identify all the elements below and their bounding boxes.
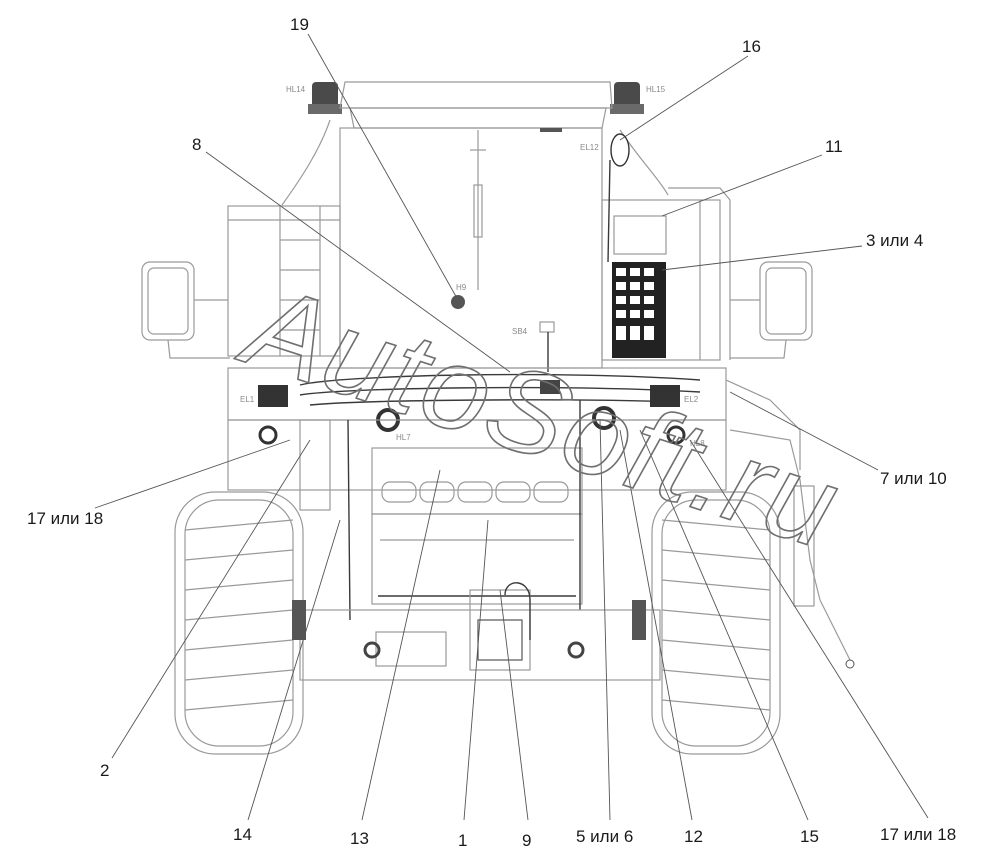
label-hl8: HL8 <box>690 439 705 448</box>
callout-14: 14 <box>233 825 252 844</box>
callout-15: 15 <box>800 827 819 846</box>
callout-13: 13 <box>350 829 369 848</box>
label-sb4: SB4 <box>512 327 528 336</box>
cab-roof <box>339 81 613 109</box>
fuse-box <box>612 262 666 358</box>
callout-16: 16 <box>742 37 761 56</box>
callout-1: 1 <box>458 831 468 850</box>
label-el2: EL2 <box>684 395 699 404</box>
callout-3-or-4: 3 или 4 <box>866 231 924 250</box>
label-hl15: HL15 <box>646 85 666 94</box>
el2-lamp-icon <box>650 385 680 407</box>
label-hl14: HL14 <box>286 85 306 94</box>
left-platform <box>227 119 341 357</box>
callout-19: 19 <box>290 15 309 34</box>
beacon-left-icon <box>308 82 342 114</box>
callout-2: 2 <box>100 761 110 780</box>
callout-12: 12 <box>684 827 703 846</box>
callout-5-or-6: 5 или 6 <box>576 827 634 846</box>
callout-7-or-10: 7 или 10 <box>880 469 947 488</box>
el12-lamp-icon <box>610 133 630 167</box>
mirror-right-icon <box>759 261 813 341</box>
label-el12: EL12 <box>580 143 599 152</box>
mirror-left-icon <box>141 261 195 341</box>
label-el1: EL1 <box>240 395 255 404</box>
callout-9: 9 <box>522 831 532 850</box>
beacon-right-icon <box>610 82 644 114</box>
h9-lamp-icon <box>451 295 465 309</box>
hitch-arm <box>725 379 855 669</box>
starter-motor <box>375 631 447 667</box>
reflector-left-icon <box>258 425 278 445</box>
wheel-right <box>651 491 781 755</box>
wheel-left <box>174 491 304 755</box>
reflector-right-icon <box>666 425 686 445</box>
callout-17-or-18-right: 17 или 18 <box>880 825 957 844</box>
label-h9: H9 <box>456 283 467 292</box>
callout-17-or-18-left: 17 или 18 <box>27 509 104 528</box>
hl8-lamp-icon <box>592 406 616 430</box>
radiator-left <box>299 419 331 511</box>
callout-11: 11 <box>825 137 843 156</box>
callout-8: 8 <box>192 135 202 154</box>
leader-lines <box>94 33 929 821</box>
el1-lamp-icon <box>258 385 288 407</box>
label-hl7: HL7 <box>396 433 411 442</box>
